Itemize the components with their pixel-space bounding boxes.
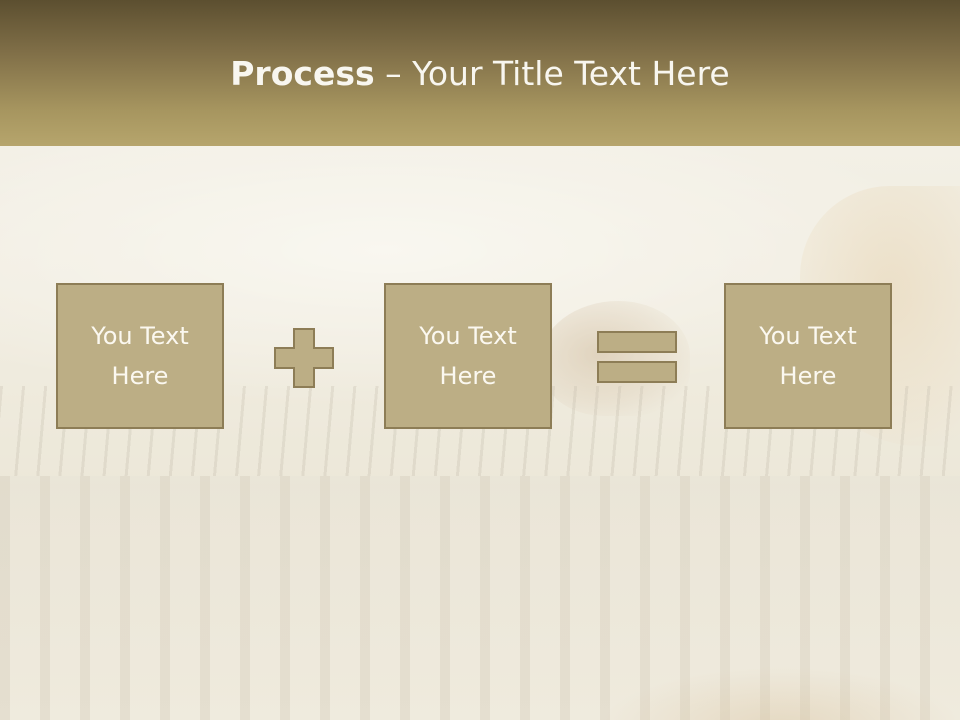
slide-title-bold: Process: [230, 54, 375, 93]
background-veil: [0, 146, 960, 720]
process-box-1[interactable]: You Text Here: [56, 283, 224, 429]
process-box-1-label: You Text Here: [91, 322, 189, 390]
background-bedding: [600, 666, 960, 720]
process-box-2[interactable]: You Text Here: [384, 283, 552, 429]
title-band: Process – Your Title Text Here: [0, 0, 960, 146]
background-photo: [0, 146, 960, 720]
process-box-3-label: You Text Here: [759, 322, 857, 390]
process-box-2-label: You Text Here: [419, 322, 517, 390]
slide-title-rest: Your Title Text Here: [412, 54, 730, 93]
background-mouse: [540, 301, 690, 416]
equals-icon: [597, 331, 677, 383]
process-box-3[interactable]: You Text Here: [724, 283, 892, 429]
plus-icon: [273, 327, 335, 389]
slide-title-separator: –: [374, 54, 413, 93]
slide-title[interactable]: Process – Your Title Text Here: [0, 52, 960, 96]
background-cage: [0, 476, 960, 720]
